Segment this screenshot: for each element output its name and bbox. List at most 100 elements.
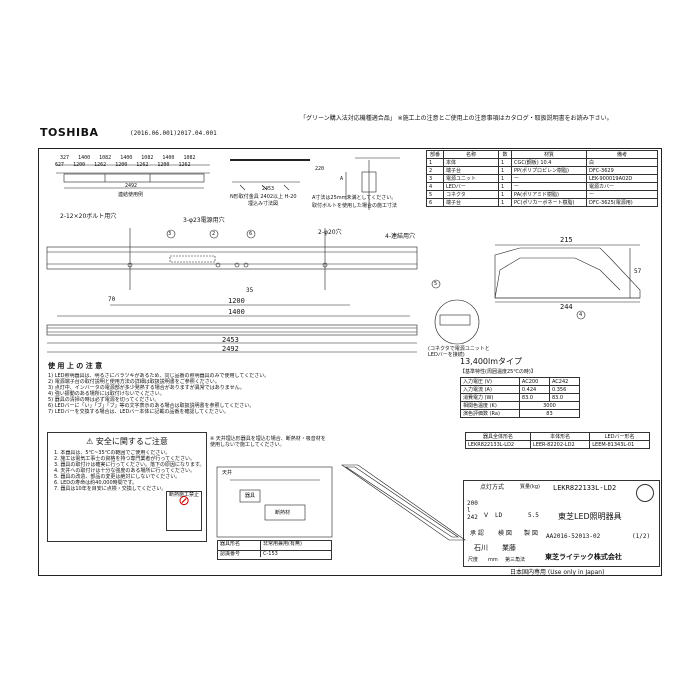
dim-value: 1262 — [136, 162, 149, 168]
dim-value: 1200 — [73, 162, 86, 168]
install-label-fixture: 器具 — [245, 493, 256, 499]
top-dim-row2: 627 1200 1262 1200 1262 1200 1262 — [55, 162, 191, 168]
safety-line: 1. 本器具は、5℃~35℃の範囲でご使用ください。 — [54, 450, 171, 456]
safety-line: 4. 天井への取付けは十分な強度のある場所に行ってください。 — [54, 468, 195, 474]
dim-value: 1262 — [94, 162, 107, 168]
dim-value: 1400 — [162, 155, 175, 161]
header-cell: LEDバー形名 — [589, 432, 650, 441]
cell: 認識番号 — [218, 551, 261, 557]
header-cell: 材質 — [511, 150, 587, 159]
safety-line: 2. 施工は電気工事士の資格を持つ専門業者が行ってください。 — [54, 456, 195, 462]
cell: ー — [511, 174, 587, 183]
cell: DFC-3629 — [586, 166, 658, 175]
mount-note2: 取付ボルトを使用した場合の施工寸法 — [312, 203, 398, 209]
cell: 白 — [586, 158, 658, 167]
cell: 5 — [426, 190, 444, 199]
voltage: 200 l 242 — [467, 500, 478, 521]
header-cell: 名称 — [443, 150, 499, 159]
callout-3: 3 — [168, 231, 172, 237]
dim-value: 1400 — [78, 155, 91, 161]
cell: 1 — [498, 198, 512, 207]
cell: LEK-900019A02D — [586, 174, 658, 183]
revision-number: (2016.06.001)2017.04.001 — [130, 130, 217, 137]
model-number: LEKR822133L-LD2 — [553, 484, 617, 492]
approve-label: 承 認 — [470, 530, 484, 537]
code-header-row: 器具形名 非常用兼用(有無) — [218, 541, 331, 551]
chain-hole-label: 4-連結用穴 — [385, 233, 415, 240]
usage-title: 使 用 上 の 注 意 — [48, 362, 103, 370]
cell: LEEM-81343L-01 — [589, 440, 650, 449]
cell: 消費電力 (W) — [460, 393, 520, 402]
cell: PA(ポリアミド樹脂) — [511, 190, 587, 199]
spec-title: 【基準特性(周囲温度25℃の時)】 — [460, 369, 536, 375]
header-cell: 備考 — [586, 150, 658, 159]
cell: 本体 — [443, 158, 499, 167]
dim-value: 1082 — [141, 155, 154, 161]
drawing-number: AA2016-52013-02 — [546, 533, 601, 540]
cell: 3000 — [518, 401, 581, 410]
check-label: 検 図 — [498, 530, 512, 537]
usage-line: 3) 点灯中、インバータの電源部が多少発熱する場合がありますが異常ではありません… — [48, 385, 245, 391]
cell: 0.424 — [518, 385, 550, 394]
safety-box: ⚠ 安全に関するご注意 1. 本器具は、5℃~35℃の範囲でご使用ください。 2… — [47, 432, 207, 542]
prohibit-label: 断熱施工禁止 — [168, 492, 199, 498]
cell: 端子台 — [443, 166, 499, 175]
cell: 相関色温度 (K) — [460, 401, 520, 410]
cell: 6 — [426, 198, 444, 207]
dim-57: 57 — [634, 268, 642, 275]
header-cell: 部番 — [426, 150, 444, 159]
cell: 4 — [426, 182, 444, 191]
code-table: 器具形名 非常用兼用(有無) 認識番号 C-153 — [217, 540, 332, 560]
safety-line: 7. 器具は10年を目安に点検・交換してください。 — [54, 486, 167, 492]
top-total: 2492 — [125, 183, 138, 189]
cell: 1 — [498, 158, 512, 167]
cell: LEER-82202-LD2 — [529, 440, 591, 449]
cell: 83 — [518, 409, 581, 418]
cell: コネクタ — [443, 190, 499, 199]
dim-1200: 1200 — [228, 297, 245, 305]
domestic-use: 日本国内専用 (Use only in Japan) — [510, 569, 605, 576]
projection-circle-icon — [636, 484, 654, 502]
usage-line: 7) LEDバーを交換する場合は、LEDバー本体に記載の品番を確認してください。 — [48, 409, 230, 415]
scale-unit: mm — [488, 557, 498, 563]
dim-70: 70 — [108, 296, 116, 303]
dim-244: 244 — [560, 303, 573, 311]
usage-line: 4) 強い振動のある場所には取付けないでください。 — [48, 391, 165, 397]
dim-value: 1082 — [183, 155, 196, 161]
title-block — [463, 480, 660, 567]
person2: 業藤 — [502, 544, 516, 552]
green-purchase-note: 「グリーン購入法対応機種適合品」 ※施工上の注意とご使用上の注意事項はカタログ・… — [300, 115, 613, 122]
cell: ー — [511, 182, 587, 191]
callout-4: 4 — [579, 312, 583, 318]
dim-value: 627 — [55, 162, 65, 168]
dim-value: 1200 — [115, 162, 128, 168]
draw-label: 製 図 — [524, 530, 538, 537]
cell: 入力電流 (A) — [460, 385, 520, 394]
top-label: 連結使用例 — [118, 192, 144, 198]
brand-logo: TOSHIBA — [40, 126, 99, 139]
mass-value: 5.5 — [528, 512, 539, 519]
cell: 電源ユニット — [443, 174, 499, 183]
cell: 1 — [498, 166, 512, 175]
product-name: 東芝LED照明器具 — [558, 512, 622, 521]
cell: 3 — [426, 174, 444, 183]
safety-title: ⚠ 安全に関するご注意 — [48, 437, 206, 446]
cell: 2 — [426, 166, 444, 175]
cell: 1 — [498, 174, 512, 183]
dim-value: 1082 — [99, 155, 112, 161]
bolt-hole-label: 2-12×20ボルト用穴 — [60, 213, 117, 220]
dim-value: 327 — [60, 155, 70, 161]
mass-label: 質量(kg) — [520, 484, 540, 490]
